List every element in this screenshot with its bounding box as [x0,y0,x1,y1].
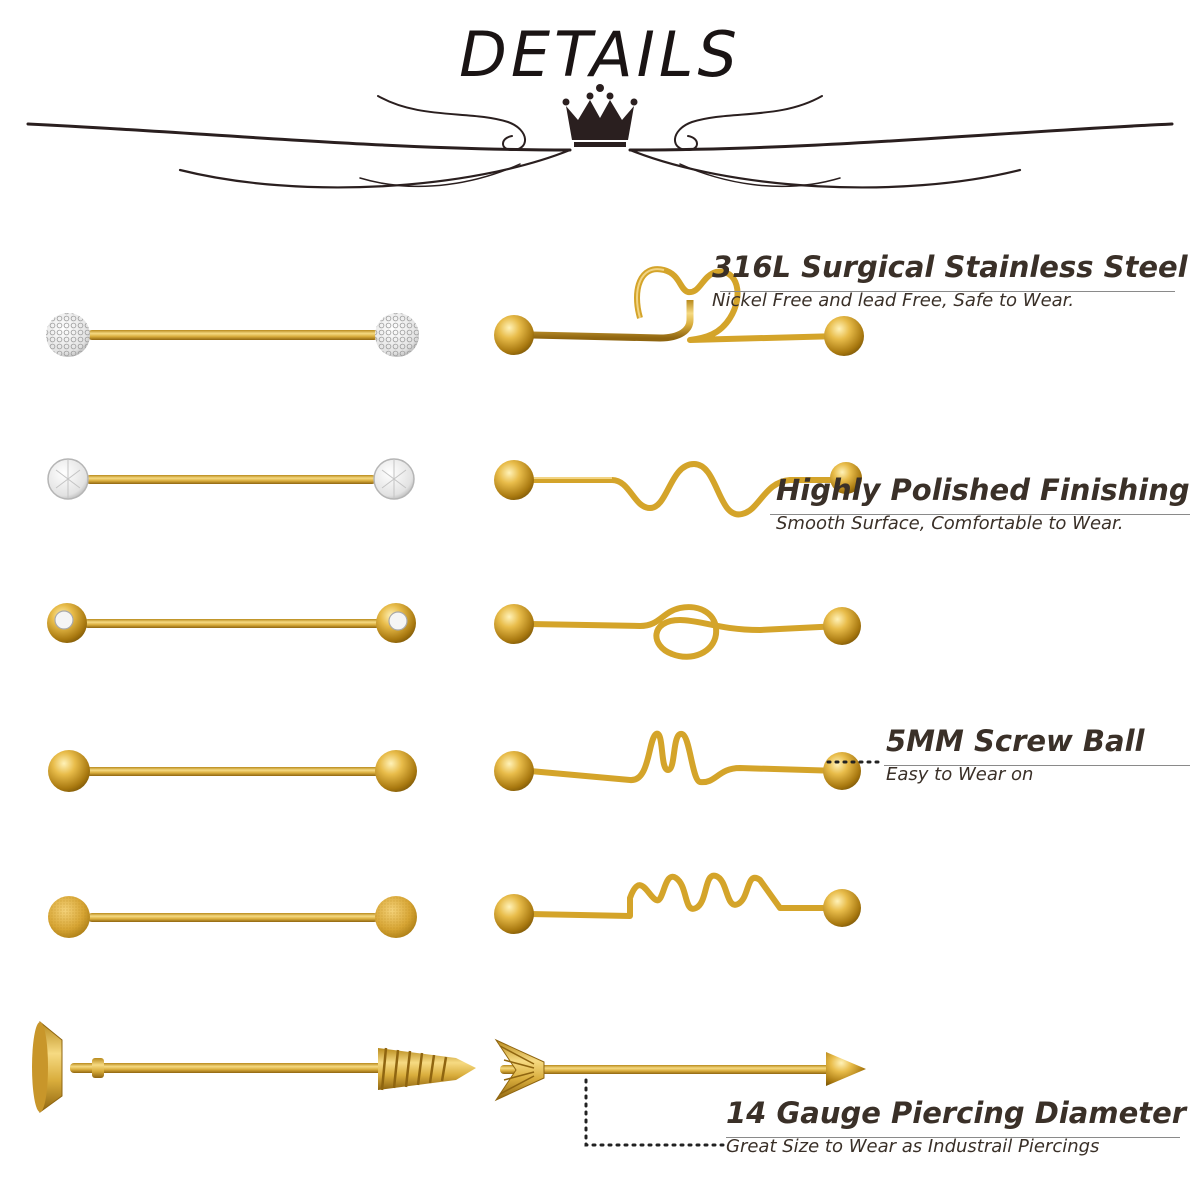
spring-coil-barbell [494,731,861,791]
wave-barbell [494,460,862,518]
ornament-divider [26,95,1174,189]
feature-gauge: 14 Gauge Piercing Diameter Great Size to… [726,1096,1186,1157]
divider-line [726,1137,1180,1138]
feature-polish: Highly Polished Finishing Smooth Surface… [776,473,1190,534]
clear-gem-ball-barbell [47,458,415,500]
feature-heading: 14 Gauge Piercing Diameter [726,1096,1187,1130]
feature-subtext: Nickel Free and lead Free, Safe to Wear. [712,290,1075,311]
divider-line [770,514,1190,515]
circle-loop-barbell [494,604,861,660]
feature-screw-ball: 5MM Screw Ball Easy to Wear on [886,724,1144,785]
feature-heading: 5MM Screw Ball [886,724,1145,758]
screw-bolt-barbell [32,1020,476,1113]
divider-line [884,765,1190,766]
frosted-gold-ball-barbell [48,896,417,938]
polished-gold-ball-barbell [48,750,417,792]
page-title: DETAILS [459,18,741,91]
crown-icon [562,84,638,147]
arrow-barbell [494,1038,866,1102]
gold-ball-with-gem-barbell [47,603,416,643]
feature-steel: 316L Surgical Stainless Steel Nickel Fre… [712,250,1188,311]
feature-subtext: Easy to Wear on [886,764,1034,785]
divider-line [720,291,1175,292]
multi-coil-barbell [494,872,861,934]
feature-subtext: Great Size to Wear as Industrail Piercin… [726,1136,1100,1157]
feature-heading: 316L Surgical Stainless Steel [712,250,1188,284]
feature-heading: Highly Polished Finishing [776,473,1190,507]
callout-lines [584,760,886,1147]
feature-subtext: Smooth Surface, Comfortable to Wear. [776,513,1124,534]
crystal-pave-ball-barbell [46,313,419,357]
heart-loop-barbell [494,266,864,356]
